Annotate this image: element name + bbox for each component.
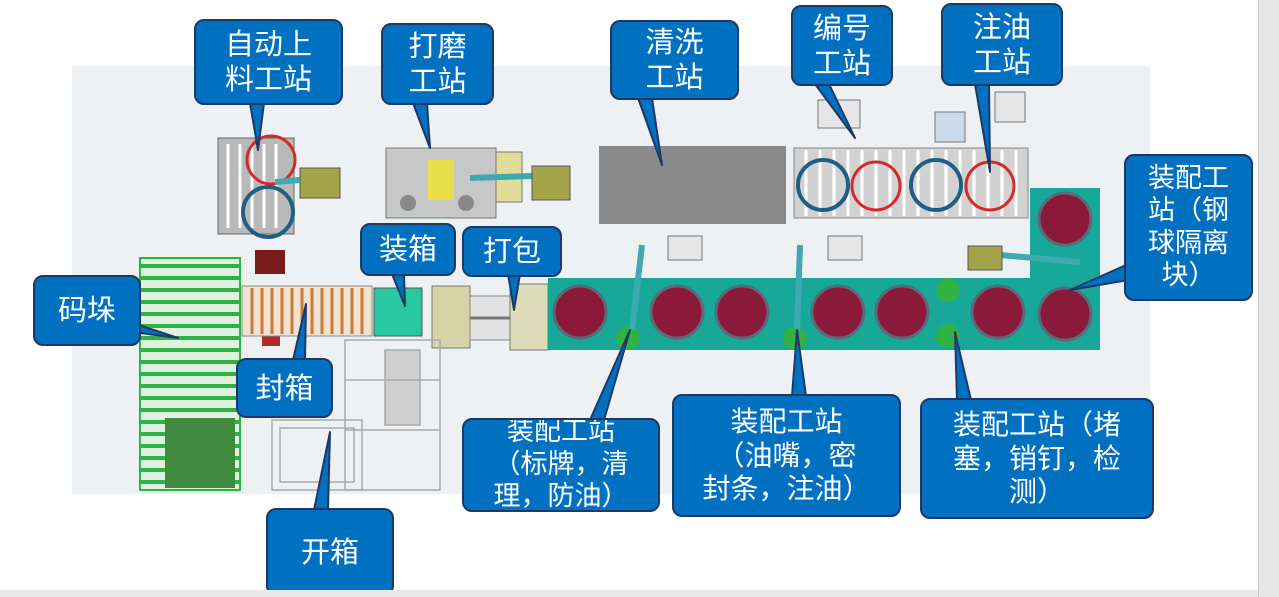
cleaning-station [599, 146, 786, 224]
sealing-conveyor [241, 285, 373, 337]
label-text: 装配工 站（钢 球隔离 块） [1148, 162, 1229, 291]
label-text: 清洗 工站 [645, 25, 704, 94]
label-cleaning-station: 清洗 工站 [610, 20, 739, 100]
label-text: 注油 工站 [972, 9, 1031, 79]
label-text: 装箱 [378, 232, 437, 267]
assembly-conveyor [548, 188, 1100, 350]
label-text: 自动上 料工站 [224, 27, 312, 96]
label-palletizing: 码垛 [33, 275, 141, 346]
label-sealing: 封箱 [236, 358, 333, 418]
grinding-station [385, 147, 571, 219]
label-assembly-nozzle-station: 装配工站 （油嘴，密 封条，注油） [672, 394, 901, 517]
label-text: 编号 工站 [812, 10, 871, 80]
label-text: 打包 [482, 234, 541, 269]
unboxing-frames [271, 339, 441, 491]
label-oiling-station: 注油 工站 [941, 3, 1063, 86]
label-assembly-ball-spacer-station: 装配工 站（钢 球隔离 块） [1124, 154, 1253, 301]
label-assembly-nameplate-station: 装配工站 （标牌，清 理，防油） [462, 418, 660, 512]
label-text: 封箱 [255, 370, 314, 405]
numbering-oiling-conveyor [793, 91, 1029, 219]
label-unboxing: 开箱 [266, 508, 394, 596]
label-text: 开箱 [300, 534, 359, 569]
label-numbering-station: 编号 工站 [791, 5, 893, 86]
callout-pointers [117, 83, 1141, 511]
label-text: 装配工站 （油嘴，密 封条，注油） [702, 405, 871, 506]
label-text: 装配工站 （标牌，清 理，防油） [493, 418, 629, 512]
palletizing-conveyor [139, 257, 241, 491]
label-auto-loading-station: 自动上 料工站 [194, 19, 343, 105]
horizontal-scrollbar[interactable] [0, 590, 1258, 597]
label-text: 打磨 工站 [408, 29, 467, 98]
label-text: 装配工站（堵 塞，销钉，检 测） [952, 408, 1121, 509]
label-grinding-station: 打磨 工站 [381, 23, 494, 105]
label-boxing: 装箱 [360, 223, 456, 276]
label-text: 码垛 [57, 293, 116, 328]
vertical-scrollbar[interactable] [1258, 0, 1279, 597]
label-assembly-plug-station: 装配工站（堵 塞，销钉，检 测） [920, 398, 1154, 519]
label-packing: 打包 [462, 226, 562, 277]
boxing-packing-machines [373, 283, 549, 351]
